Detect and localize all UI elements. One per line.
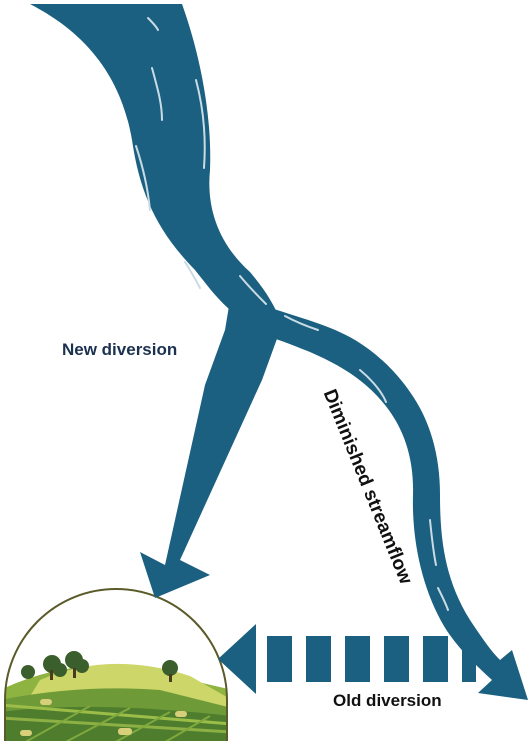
river-main-stream	[30, 4, 282, 335]
water-highlights	[135, 17, 449, 611]
new-diversion-label: New diversion	[62, 340, 178, 359]
old-diversion-arrow	[218, 624, 476, 694]
new-diversion-channel	[140, 300, 282, 598]
tree-icon	[21, 651, 178, 682]
diminished-streamflow-channel	[262, 305, 528, 700]
old-diversion-label: Old diversion	[333, 691, 442, 710]
farm-field-icon	[4, 588, 228, 741]
